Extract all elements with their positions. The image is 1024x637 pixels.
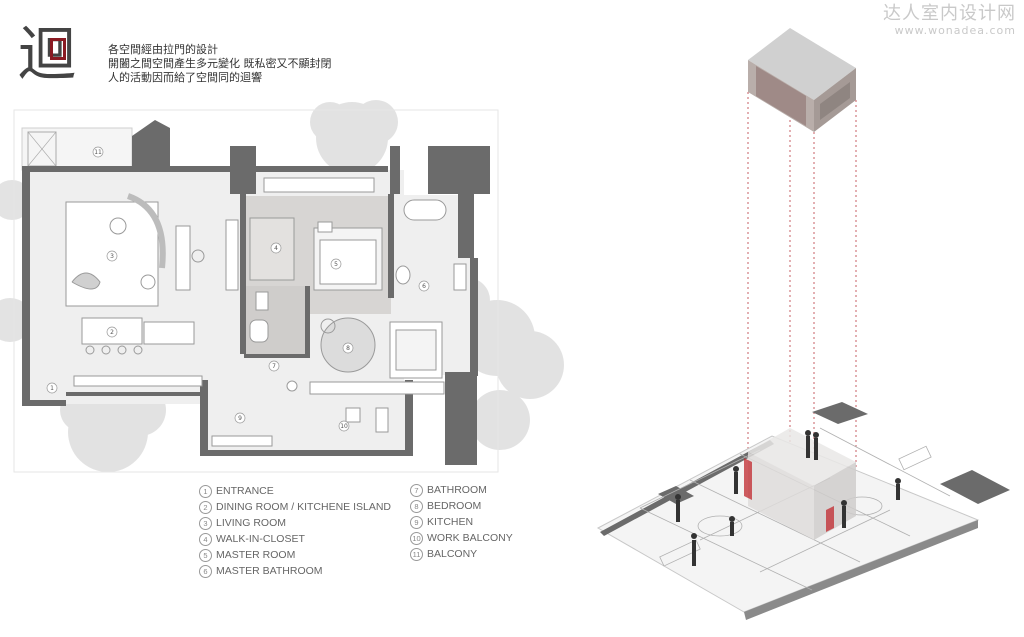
legend-item: 10 WORK BALCONY <box>410 530 513 546</box>
legend-label: ENTRANCE <box>216 485 274 497</box>
concept-line: 各空間經由拉門的設計 <box>108 43 218 56</box>
legend-item: 11 BALCONY <box>410 546 513 562</box>
floating-volume <box>748 28 856 132</box>
watermark-url: www.wonadea.com <box>894 24 1016 37</box>
legend-label: LIVING ROOM <box>216 517 287 529</box>
room-number: 2 <box>110 329 114 336</box>
legend-number: 11 <box>410 547 423 561</box>
legend-label: WORK BALCONY <box>427 532 513 544</box>
legend-number: 4 <box>199 532 212 546</box>
room-number-markers: 1 2 3 4 5 6 7 8 9 10 11 <box>46 146 430 432</box>
watermark-name: 达人室内设计网 <box>883 3 1016 24</box>
legend-item: 9 KITCHEN <box>410 514 513 530</box>
room-legend-right: 7 BATHROOM 8 BEDROOM 9 KITCHEN 10 WORK BALCO… <box>410 482 513 562</box>
room-number: 1 <box>50 385 54 392</box>
room-number: 3 <box>110 253 114 260</box>
legend-number: 3 <box>199 516 212 530</box>
concept-line: 人的活動因而給了空間同的迴響 <box>108 71 262 84</box>
legend-number: 7 <box>410 483 423 497</box>
room-number: 8 <box>346 345 350 352</box>
legend-label: BATHROOM <box>427 484 487 496</box>
legend-label: MASTER ROOM <box>216 549 296 561</box>
people-figures <box>675 430 901 566</box>
legend-number: 8 <box>410 499 423 513</box>
title-accent-mark <box>50 38 66 60</box>
legend-label: WALK-IN-CLOSET <box>216 533 305 545</box>
legend-number: 10 <box>410 531 423 545</box>
legend-item: 6 MASTER BATHROOM <box>199 563 391 579</box>
legend-number: 5 <box>199 548 212 562</box>
legend-number: 2 <box>199 500 212 514</box>
room-number: 9 <box>238 415 242 422</box>
room-number: 6 <box>422 283 426 290</box>
concept-text: 各空間經由拉門的設計 開闔之間空間產生多元變化 既私密又不顯封閉 人的活動因而給… <box>108 43 332 85</box>
room-number: 11 <box>94 149 102 156</box>
legend-label: BALCONY <box>427 548 478 560</box>
room-number: 7 <box>272 363 276 370</box>
room-legend-left: 1 ENTRANCE 2 DINING ROOM / KITCHENE ISLAND… <box>199 483 391 579</box>
watermark: 达人室内设计网 www.wonadea.com <box>883 3 1016 38</box>
legend-item: 4 WALK-IN-CLOSET <box>199 531 391 547</box>
legend-number: 1 <box>199 484 212 498</box>
room-number: 5 <box>334 261 338 268</box>
legend-item: 5 MASTER ROOM <box>199 547 391 563</box>
legend-item: 1 ENTRANCE <box>199 483 391 499</box>
title-character: 迴 <box>18 20 77 88</box>
legend-item: 3 LIVING ROOM <box>199 515 391 531</box>
room-number: 4 <box>274 245 278 252</box>
legend-item: 7 BATHROOM <box>410 482 513 498</box>
legend-item: 8 BEDROOM <box>410 498 513 514</box>
legend-label: KITCHEN <box>427 516 474 528</box>
legend-number: 6 <box>199 564 212 578</box>
legend-item: 2 DINING ROOM / KITCHENE ISLAND <box>199 499 391 515</box>
concept-line: 開闔之間空間產生多元變化 既私密又不顯封閉 <box>108 57 332 70</box>
room-number: 10 <box>340 423 348 430</box>
legend-label: MASTER BATHROOM <box>216 565 323 577</box>
legend-label: DINING ROOM / KITCHENE ISLAND <box>216 501 392 513</box>
legend-number: 9 <box>410 515 423 529</box>
legend-label: BEDROOM <box>427 500 482 512</box>
